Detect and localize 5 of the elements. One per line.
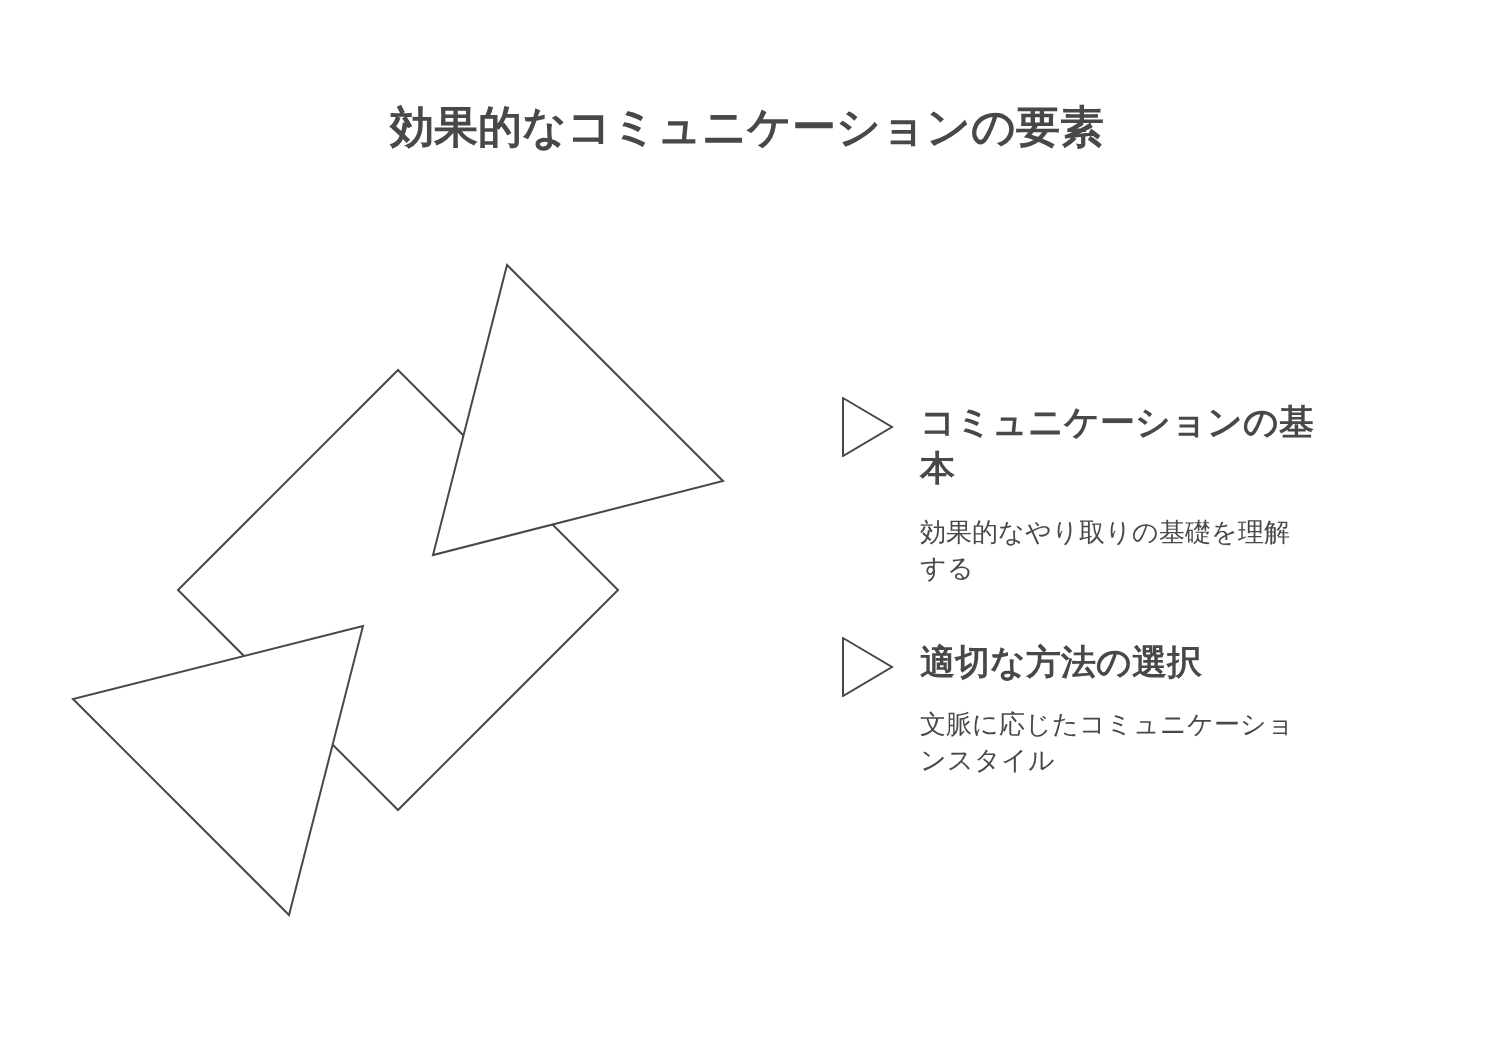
section-heading: 適切な方法の選択 <box>920 641 1203 684</box>
title: 効果的なコミュニケーションの要素 <box>388 100 1105 154</box>
section-heading: コミュニケーションの基本 <box>920 401 1315 490</box>
section-description: 文脈に応じたコミュニケーションスタイル <box>920 708 1295 777</box>
section-description: 効果的なやり取りの基礎を理解する <box>920 516 1291 585</box>
